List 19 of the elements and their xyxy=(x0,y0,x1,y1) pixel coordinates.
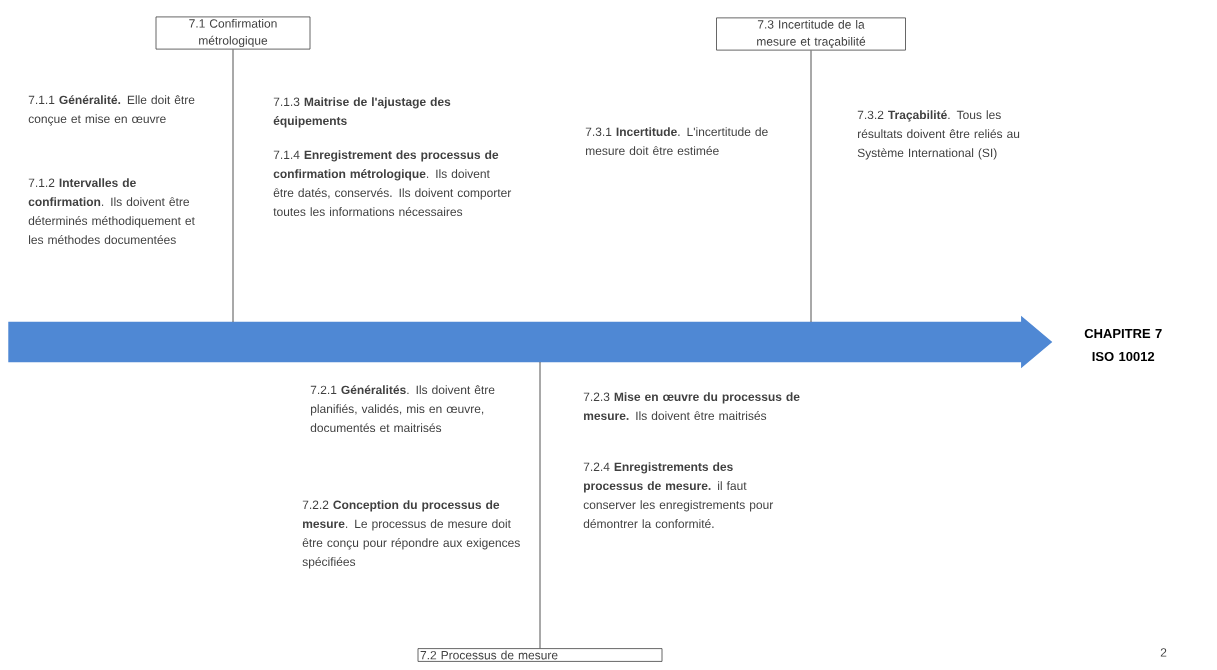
section-text: 7.3.1 Incertitude. L'incertitude de mesure doit être estimée xyxy=(585,127,768,155)
section-text: 7.2.4 Enregistrements des processus de mesure. il faut conserver les enregistrements pour démontrer la conformité. xyxy=(583,462,774,528)
section-text: 7.1.2 Intervalles de confirmation. Ils doivent être déterminés méthodiquement et les méthodes documentées xyxy=(28,178,195,244)
title-box: 7.2 Processus de mesure xyxy=(417,648,663,662)
connector-line xyxy=(810,50,812,323)
section-text: 7.3.2 Traçabilité. Tous les résultats doivent être reliés au Système International (SI) xyxy=(857,110,1020,160)
section-text: 7.2.2 Conception du processus de mesure. Le processus de mesure doit être conçu pour répondre aux exigences spécifiées xyxy=(302,500,520,569)
section-text: 7.1.3 Maitrise de l'ajustage des équipements xyxy=(273,97,451,128)
section-text: 7.2.3 Mise en œuvre du processus de mesure. Ils doivent être maitrisés xyxy=(583,392,800,420)
page-number: 2 xyxy=(1160,648,1167,657)
timeline-arrow xyxy=(8,315,1053,369)
title-box: 7.1 Confirmation métrologique xyxy=(155,16,311,50)
section-text: 7.1.1 Généralité. Elle doit être conçue et mise en œuvre xyxy=(28,95,195,126)
section-text: 7.1.4 Enregistrement des processus de confirmation métrologique. Ils doivent être datés, conservés. Ils doivent comporter toutes les informations nécessaires xyxy=(273,150,512,216)
section-text: 7.2.1 Généralités. Ils doivent être planifiés, validés, mis en œuvre, documentés et maitrisés xyxy=(310,385,495,433)
chapter-title: CHAPITRE 7 ISO 10012 xyxy=(1084,328,1162,362)
connector-line xyxy=(539,361,541,649)
title-box: 7.3 Incertitude de la mesure et traçabilité xyxy=(716,17,906,51)
connector-line xyxy=(232,49,234,323)
